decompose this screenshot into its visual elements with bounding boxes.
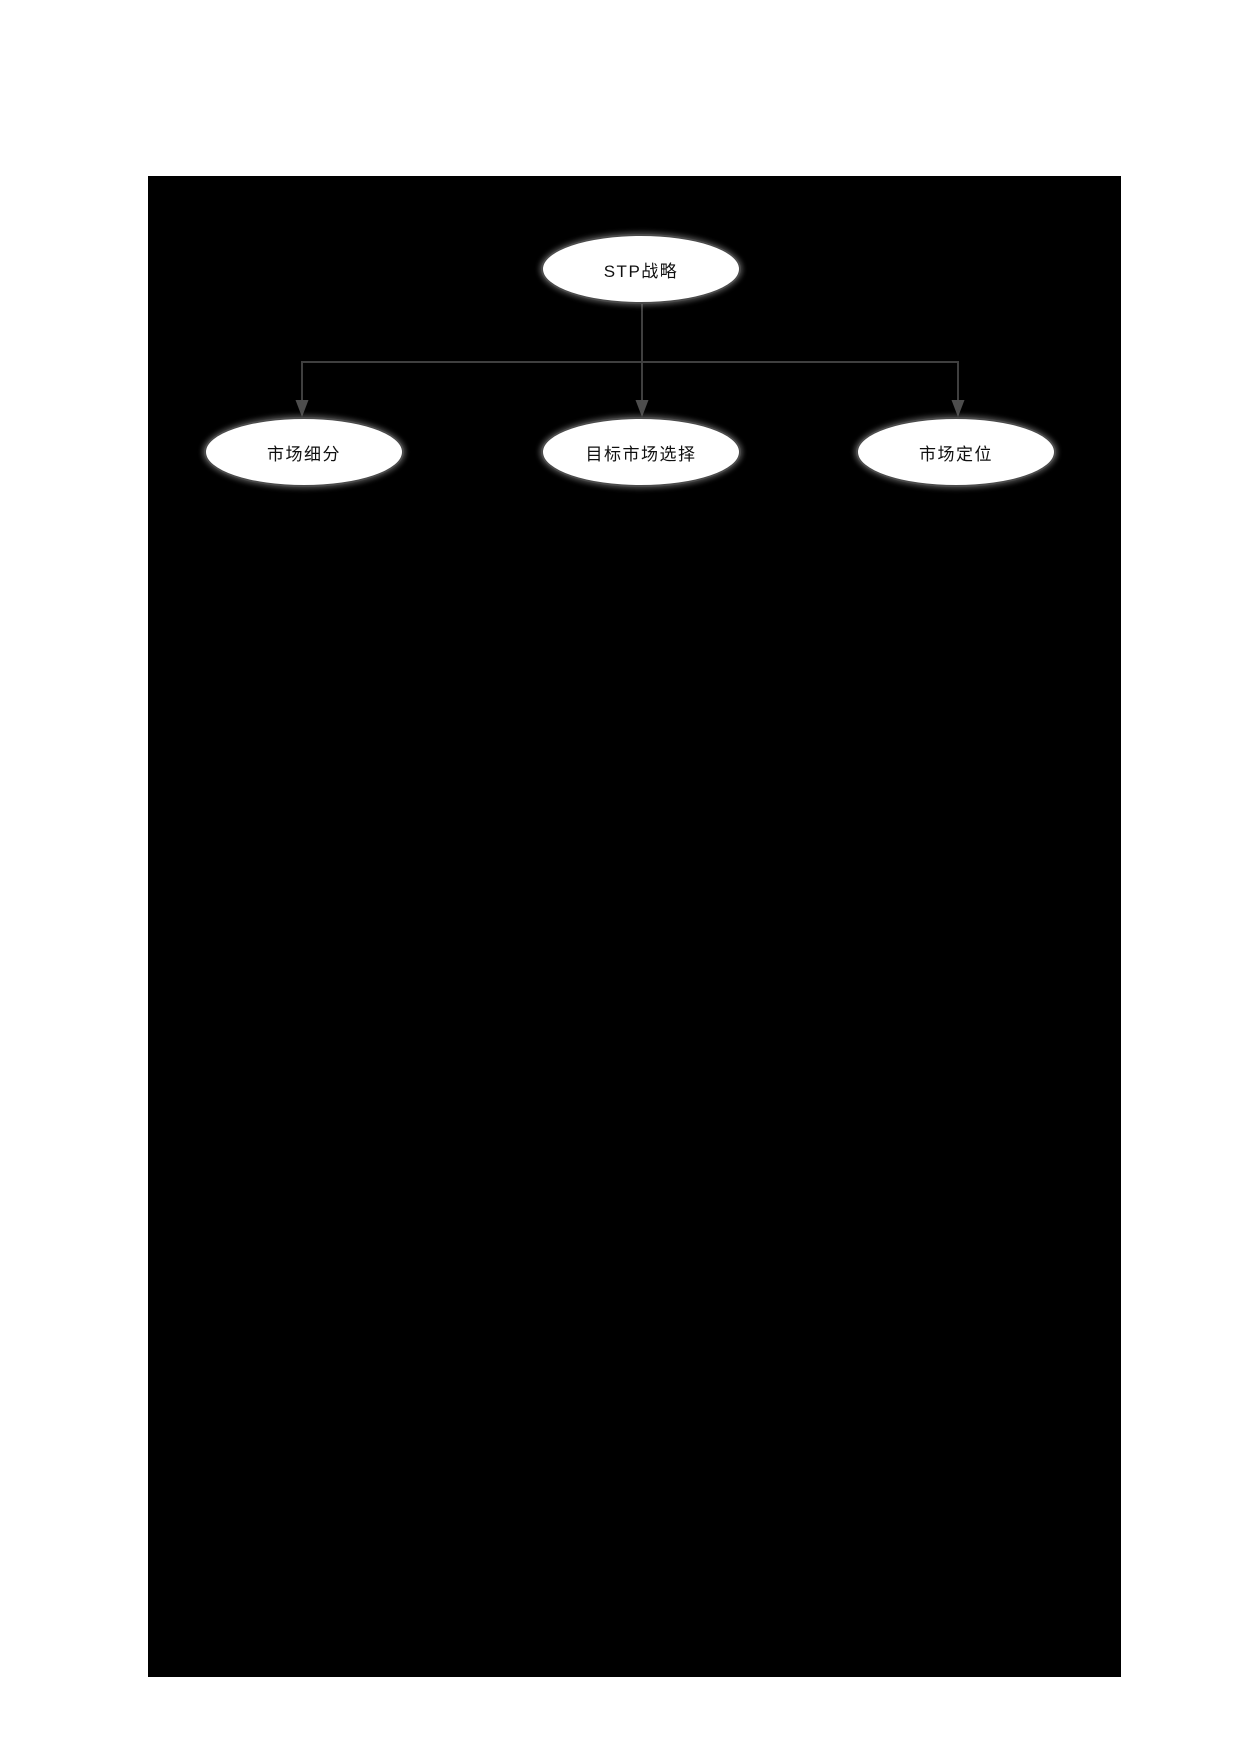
node-stp-strategy-label: STP战略 [603,261,679,281]
node-target-market-selection-label: 目标市场选择 [585,444,697,464]
node-market-segmentation-label: 市场细分 [267,444,341,464]
node-stp-strategy: STP战略 [541,234,741,304]
node-market-positioning: 市场定位 [856,417,1056,487]
diagram-canvas: STP战略 市场细分 目标市场选择 市场定位 [148,176,1121,1677]
arrowhead-left-icon [295,400,309,417]
arrowhead-middle-icon [635,400,649,417]
arrowhead-right-icon [951,400,965,417]
node-market-positioning-label: 市场定位 [919,444,993,464]
connector-lines [295,304,965,417]
node-market-segmentation: 市场细分 [204,417,404,487]
node-target-market-selection: 目标市场选择 [541,417,741,487]
